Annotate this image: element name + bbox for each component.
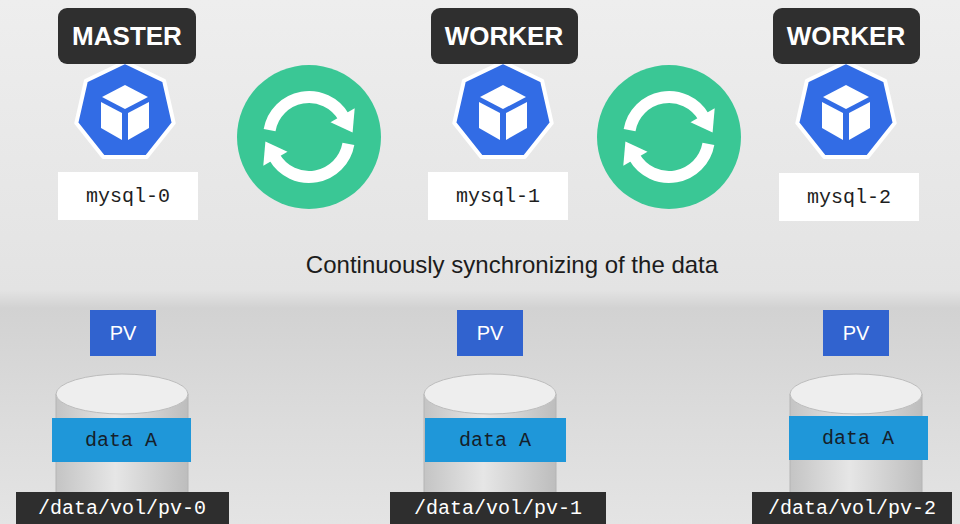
node-text: mysql-1 [456,185,540,208]
node-text: /data/vol/pv-1 [414,497,582,520]
node-text: data A [822,427,894,450]
node-text: MASTER [72,21,182,52]
node-text: data A [85,429,157,452]
pod-icon [454,62,551,157]
data-band: data A [425,418,566,462]
pod-name-box: mysql-0 [58,172,198,220]
node-text: PV [843,322,870,345]
node-text: /data/vol/pv-2 [768,497,936,520]
sync-icon [597,65,741,209]
pod-name-box: mysql-2 [779,173,919,221]
role-tag: WORKER [773,8,920,64]
node-text: WORKER [445,21,563,52]
role-tag: MASTER [58,8,196,64]
pod-icon [76,62,173,157]
pod-icon [797,62,894,157]
path-box: /data/vol/pv-2 [752,492,952,524]
sync-icon [237,65,381,209]
node-text: data A [459,429,531,452]
path-box: /data/vol/pv-1 [390,492,606,524]
node-text: PV [477,322,504,345]
caption-text: Continuously synchronizing of the data [306,251,718,279]
pod-name-box: mysql-1 [428,172,568,220]
pv-box: PV [457,310,523,356]
role-tag: WORKER [431,8,578,64]
pv-box: PV [823,310,889,356]
node-text: /data/vol/pv-0 [38,497,206,520]
data-band: data A [52,418,191,462]
node-text: mysql-0 [86,185,170,208]
node-text: mysql-2 [807,186,891,209]
data-band: data A [789,416,928,460]
pv-box: PV [90,310,156,356]
node-text: PV [110,322,137,345]
path-box: /data/vol/pv-0 [16,492,229,524]
node-text: WORKER [787,21,905,52]
